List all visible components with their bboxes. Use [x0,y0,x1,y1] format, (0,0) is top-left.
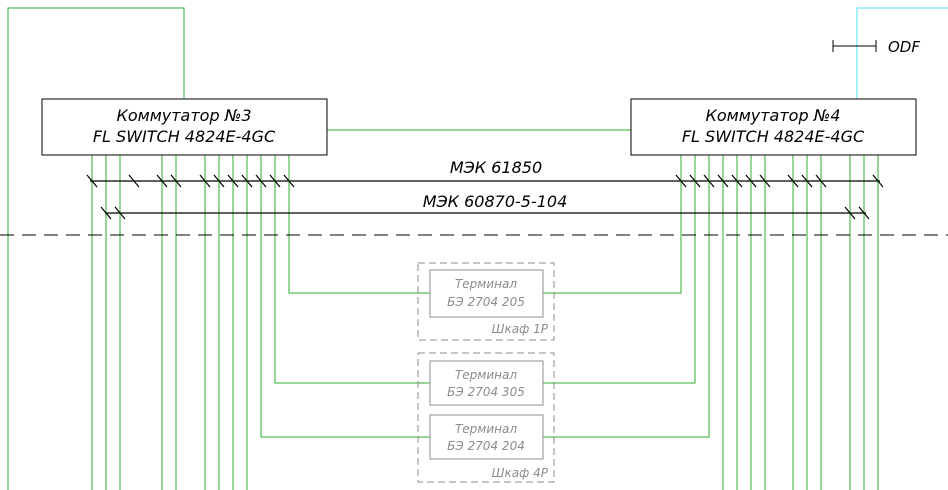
bus-port-tick [227,174,239,188]
bus-port-tick [199,174,211,188]
route-terminal-205-right [543,155,682,294]
bus-iec61850-label: МЭК 61850 [450,158,542,177]
switch-3: Коммутатор №3 FL SWITCH 4824E-4GC [41,98,328,156]
route-terminal-204-right [543,155,710,438]
terminal-204-box [429,414,544,460]
bus-iec104: МЭК 60870-5-104 [100,192,870,220]
bus-port-tick [255,174,267,188]
bus-port-tick [156,174,168,188]
switch-4-box [630,98,917,156]
bus-port-tick [759,174,771,188]
terminal-205-box [429,269,544,318]
bus-port-tick [703,174,715,188]
bus-port-tick [787,174,799,188]
bus-port-tick [844,206,856,220]
bus-iec104-label: МЭК 60870-5-104 [423,192,568,211]
odf-marker: ODF [832,38,920,56]
bus-iec61850-ticks [86,174,884,188]
bus-port-tick [269,174,281,188]
terminal-routes [260,155,710,438]
right-uplink-line [856,7,948,99]
bus-port-tick [815,174,827,188]
bus-iec61850: МЭК 61850 [86,158,884,188]
route-terminal-305-left [274,155,430,384]
odf-label: ODF [888,38,920,56]
bus-port-tick [675,174,687,188]
bus-port-tick [241,174,253,188]
bus-port-tick [689,174,701,188]
cabinet-4p-label: Шкаф 4Р [492,466,549,480]
bus-port-tick [872,174,884,188]
terminal-305-title: Терминал [455,368,517,382]
terminal-204-model: БЭ 2704 204 [447,439,525,453]
cabinet-1p-frame [417,262,555,341]
switch-3-name: Коммутатор №3 [116,106,251,125]
terminal-204-title: Терминал [455,422,517,436]
cabinet-1p-label: Шкаф 1Р [492,322,549,336]
cabinet-4p-frame [417,352,555,483]
switch-4: Коммутатор №4 FL SWITCH 4824E-4GC [630,98,917,156]
switch-4-name: Коммутатор №4 [705,106,840,125]
switch-3-box [41,98,328,156]
bus-port-tick [114,206,126,220]
bus-port-tick [213,174,225,188]
bus-port-tick [283,174,295,188]
bus-port-tick [801,174,813,188]
switch-4-model: FL SWITCH 4824E-4GC [682,127,865,146]
bus-port-tick [128,174,140,188]
port-drop-lines [91,155,879,490]
route-terminal-305-right [543,155,696,384]
bus-port-tick [100,206,112,220]
route-terminal-205-left [288,155,430,294]
route-terminal-204-left [260,155,430,438]
cabinet-1p: Шкаф 1Р Терминал БЭ 2704 205 [417,262,555,341]
bus-port-tick [170,174,182,188]
switch-3-model: FL SWITCH 4824E-4GC [93,127,276,146]
bus-port-tick [731,174,743,188]
bus-port-tick [858,206,870,220]
terminal-205-title: Терминал [455,277,517,291]
bus-port-tick [86,174,98,188]
bus-port-tick [717,174,729,188]
terminal-205-model: БЭ 2704 205 [447,295,525,309]
terminal-305-box [429,360,544,406]
terminal-305-model: БЭ 2704 305 [447,385,525,399]
bus-iec104-ticks [100,206,870,220]
left-uplink-line [7,7,185,490]
bus-port-tick [745,174,757,188]
uplink-lines [7,7,948,490]
cabinet-4p: Шкаф 4Р Терминал БЭ 2704 305 Терминал БЭ… [417,352,555,483]
